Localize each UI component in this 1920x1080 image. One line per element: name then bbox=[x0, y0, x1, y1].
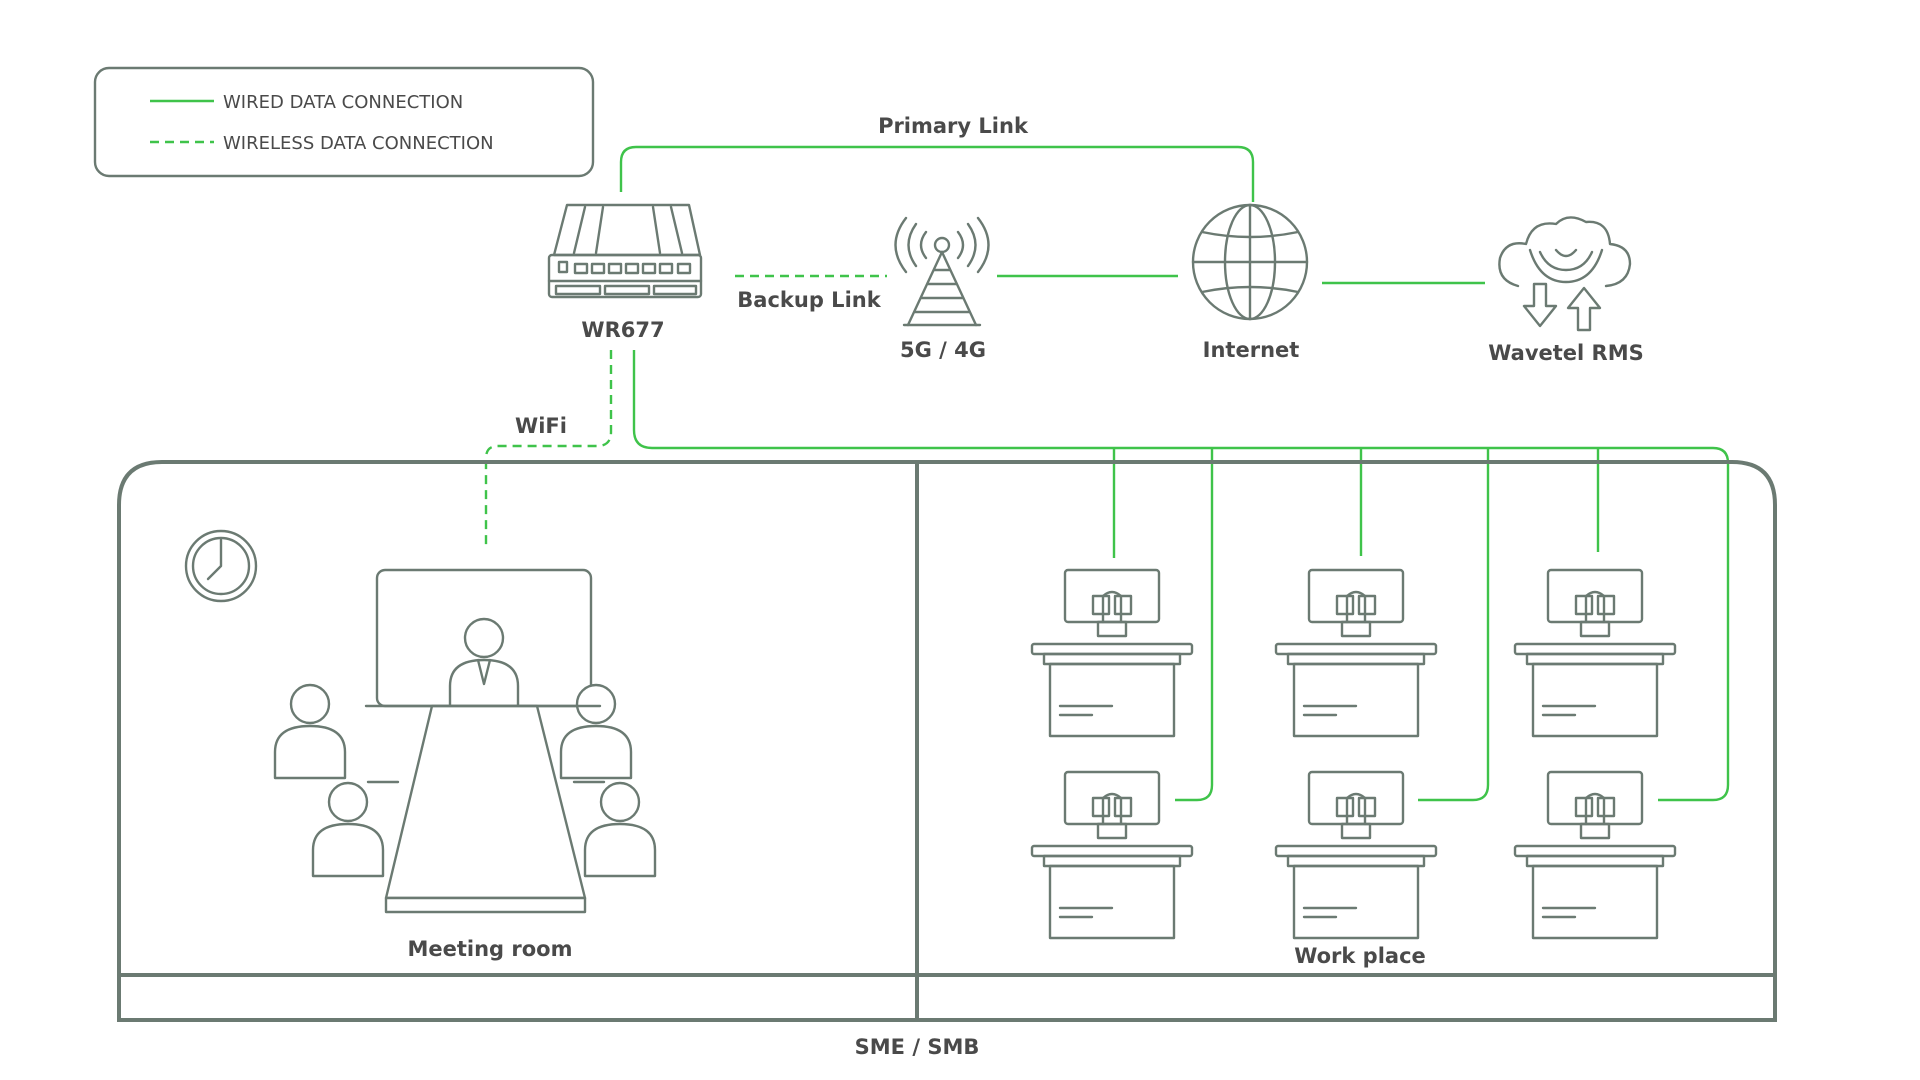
router-icon bbox=[547, 203, 703, 299]
legend-wireless-label: WIRELESS DATA CONNECTION bbox=[223, 133, 494, 154]
person-left-front bbox=[311, 781, 385, 878]
primary-link-label: Primary Link bbox=[878, 114, 1029, 138]
globe-icon bbox=[1191, 203, 1309, 321]
workstation bbox=[1030, 770, 1194, 940]
wifi-label: WiFi bbox=[515, 414, 567, 438]
workstation bbox=[1513, 770, 1677, 940]
tower-label: 5G / 4G bbox=[900, 338, 986, 362]
meeting-room-label: Meeting room bbox=[407, 937, 572, 961]
connections bbox=[484, 145, 1730, 802]
workplace-label: Work place bbox=[1294, 944, 1426, 968]
workstations bbox=[1030, 568, 1677, 940]
router-label: WR677 bbox=[581, 318, 664, 342]
building-label: SME / SMB bbox=[855, 1035, 980, 1059]
person-left-back bbox=[273, 683, 347, 780]
person-right-front bbox=[583, 781, 657, 878]
cell-tower-icon bbox=[894, 216, 990, 327]
cloud-sync-icon bbox=[1498, 216, 1632, 332]
building-outline bbox=[117, 460, 1777, 1022]
workstation bbox=[1030, 568, 1194, 738]
wifi-link-line bbox=[484, 350, 613, 550]
primary-link-line bbox=[619, 145, 1255, 202]
workstation bbox=[1274, 770, 1438, 940]
rms-label: Wavetel RMS bbox=[1488, 341, 1644, 365]
person-head-of-table bbox=[448, 617, 520, 708]
meeting-room-scene bbox=[273, 568, 657, 914]
workstation bbox=[1513, 568, 1677, 738]
legend: WIRED DATA CONNECTION WIRELESS DATA CONN… bbox=[93, 66, 595, 178]
workstation bbox=[1274, 568, 1438, 738]
clock-icon bbox=[184, 529, 258, 603]
lan-trunk-line bbox=[632, 350, 1730, 802]
legend-wired-label: WIRED DATA CONNECTION bbox=[223, 92, 463, 113]
person-right-back bbox=[559, 683, 633, 780]
internet-label: Internet bbox=[1203, 338, 1300, 362]
backup-link-label: Backup Link bbox=[737, 288, 881, 312]
